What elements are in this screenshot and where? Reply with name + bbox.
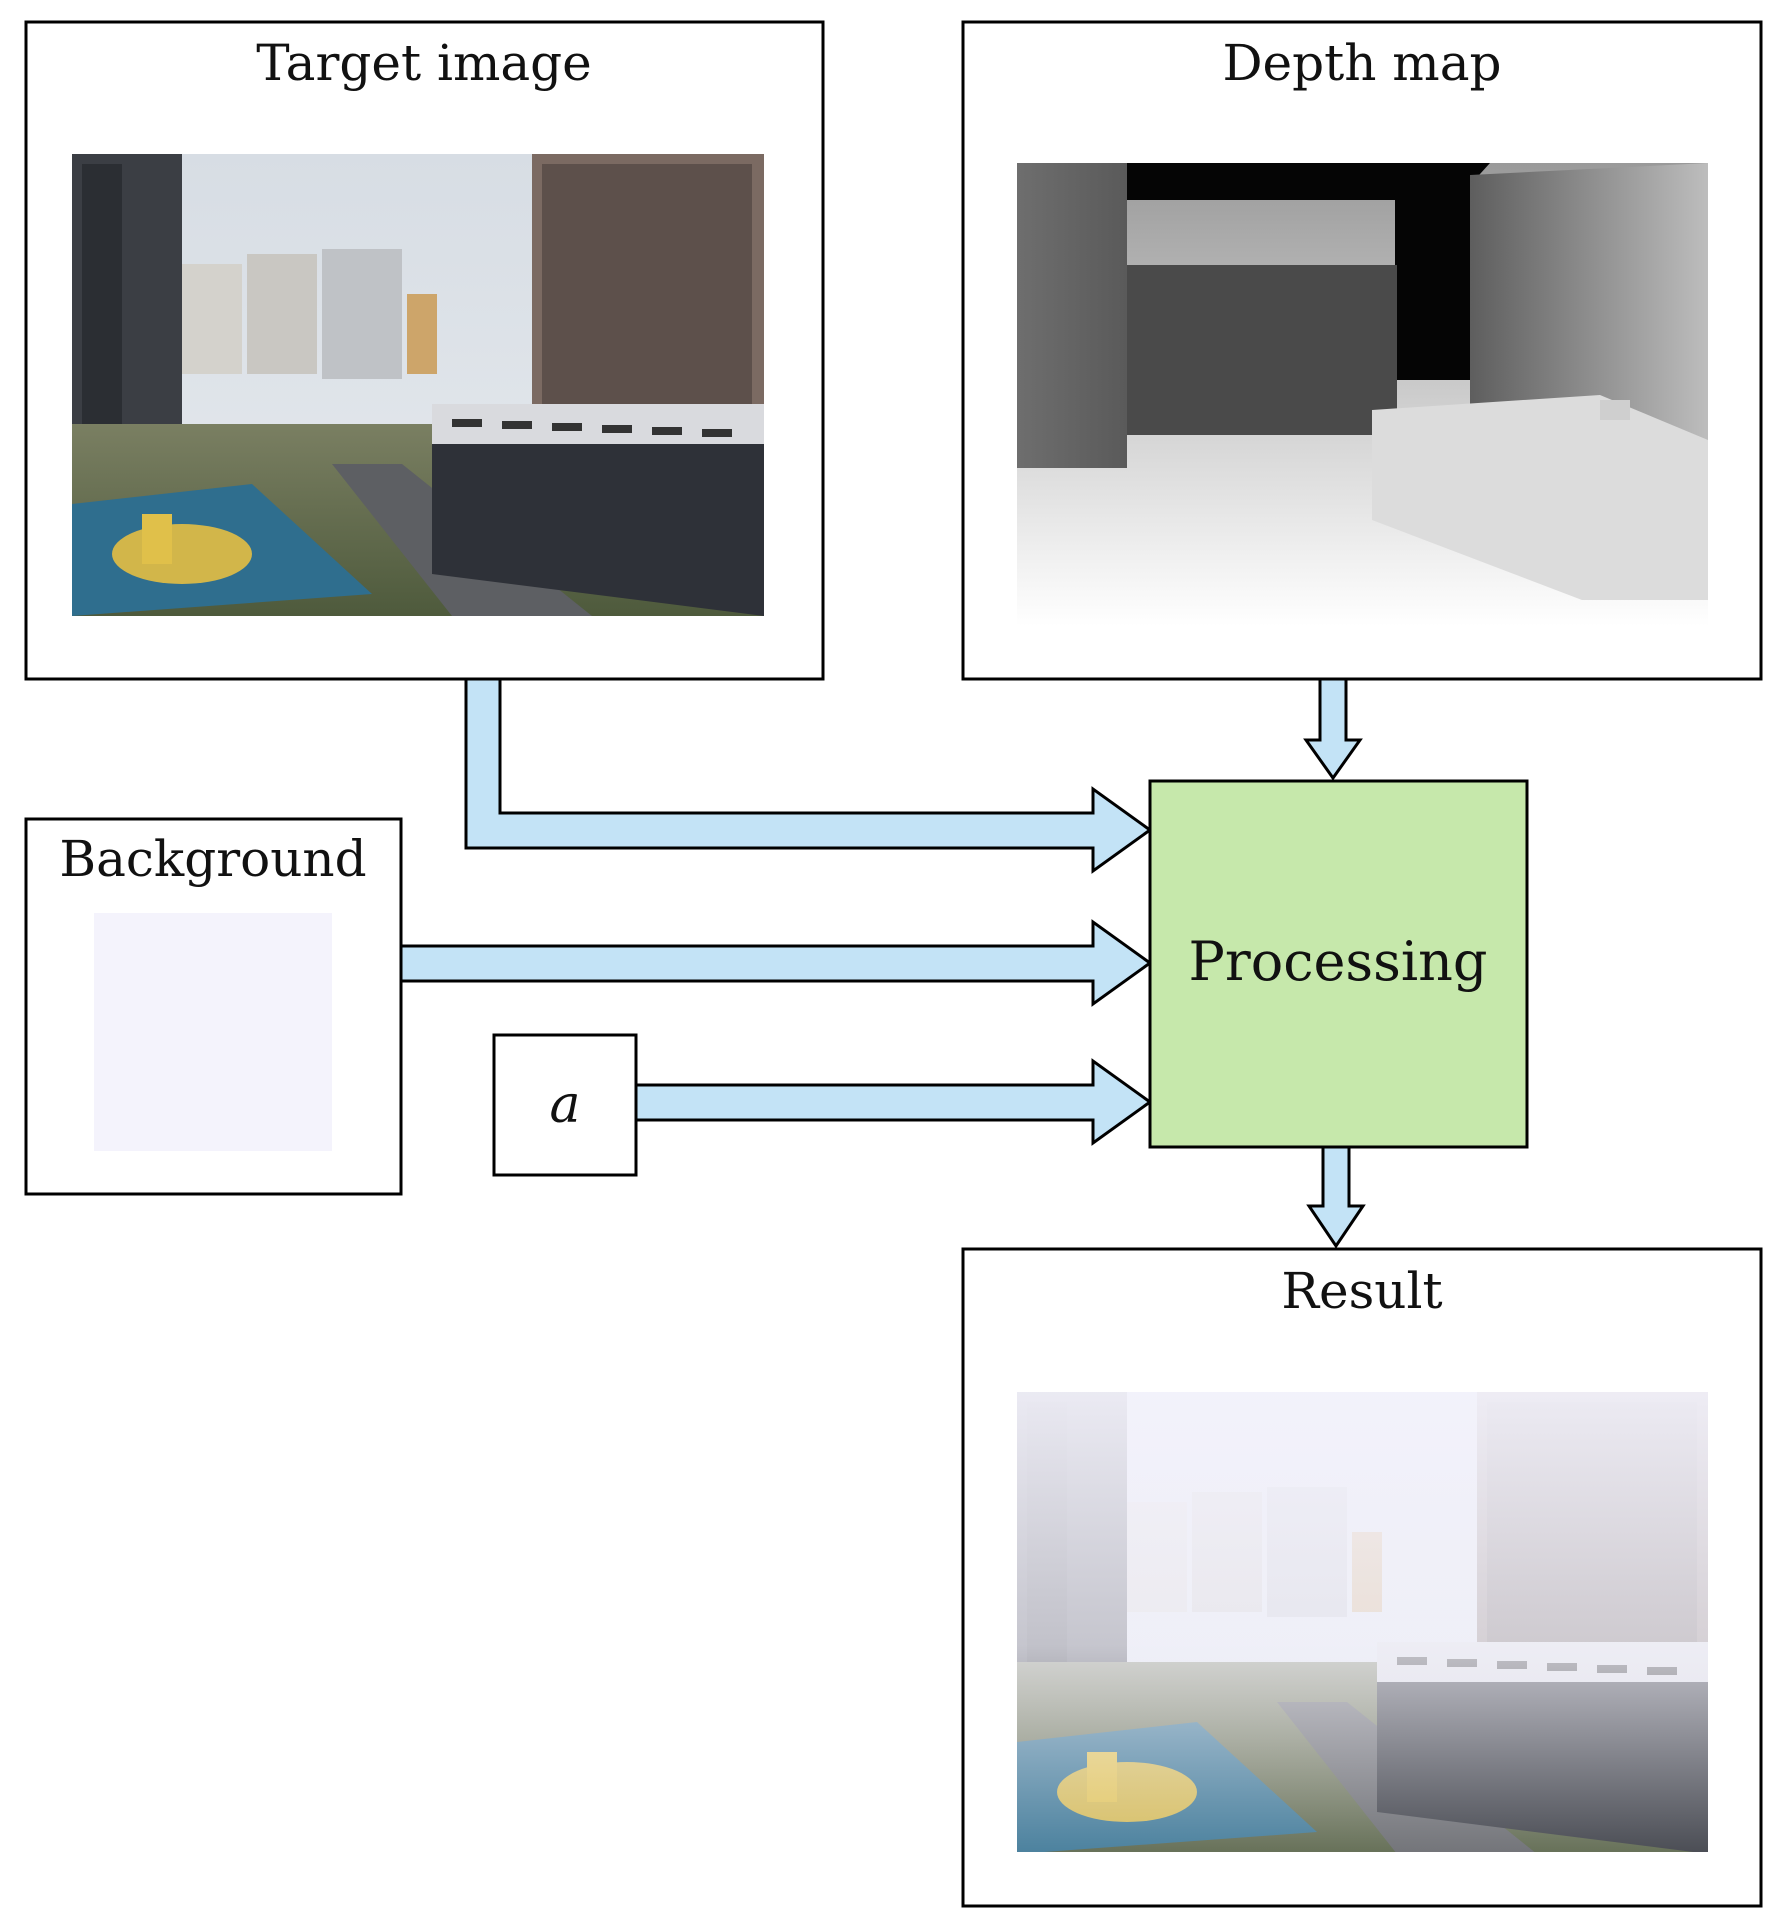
arrow-background-to-processing [399, 919, 1153, 1007]
target-image-title: Target image [256, 34, 592, 92]
alpha-panel: a [492, 1033, 638, 1177]
depth-map-image [1017, 163, 1708, 626]
depth-map-title: Depth map [1222, 34, 1501, 92]
alpha-label: a [549, 1075, 580, 1135]
background-color-swatch [94, 913, 332, 1151]
target-image-panel: Target image [24, 20, 825, 681]
arrow-depth-to-processing [1303, 677, 1363, 781]
processing-block: Processing [1148, 779, 1529, 1149]
result-image [1017, 1392, 1708, 1852]
processing-label: Processing [1189, 930, 1488, 993]
background-panel: Background [24, 817, 403, 1196]
arrow-processing-to-result [1306, 1145, 1366, 1249]
target-photo [72, 154, 764, 616]
arrow-alpha-to-processing [634, 1058, 1153, 1146]
result-panel: Result [961, 1247, 1763, 1908]
arrow-target-to-processing [464, 677, 1153, 874]
result-title: Result [1281, 1262, 1442, 1320]
depth-map-panel: Depth map [961, 20, 1763, 681]
background-title: Background [59, 830, 366, 888]
